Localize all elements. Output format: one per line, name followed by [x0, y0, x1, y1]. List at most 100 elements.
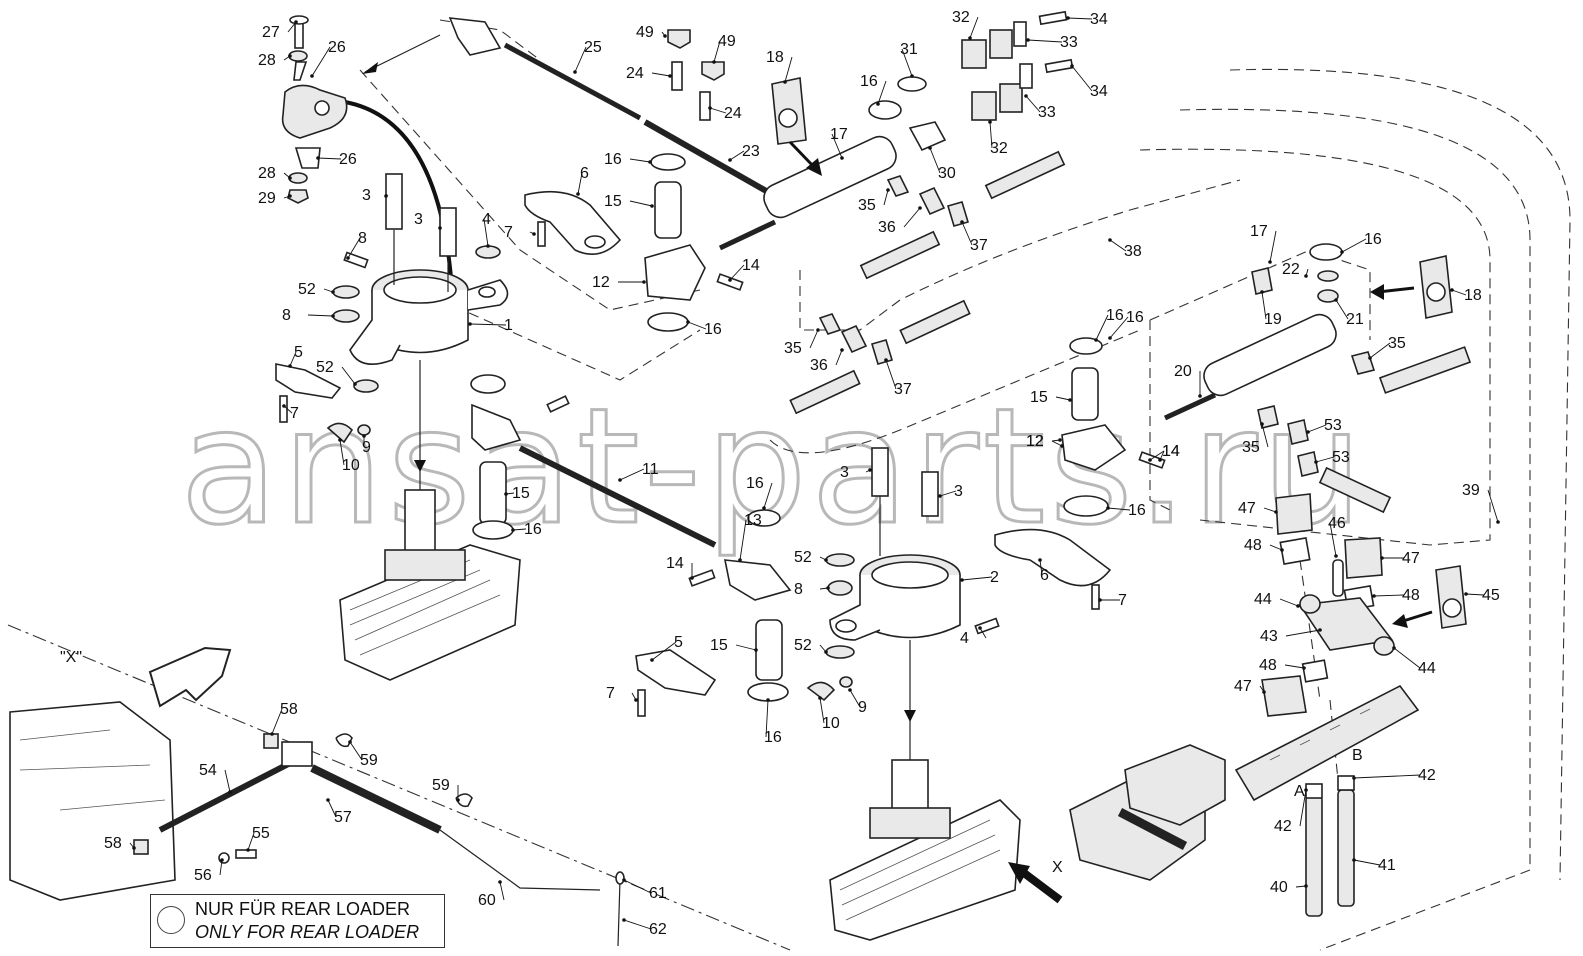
callout-number: 37 [970, 237, 988, 254]
manifold-holes [1269, 708, 1371, 761]
track-left-mount [384, 549, 466, 581]
callout-number: 16 [1364, 231, 1382, 248]
callout-33: 33 [1026, 34, 1078, 51]
label-18-right-symbol [1426, 282, 1446, 302]
callout-leader-dot [868, 468, 872, 472]
callout-leader-dot [576, 192, 580, 196]
callout-7: 7 [282, 404, 299, 422]
callout-leader-dot [1260, 422, 1264, 426]
callout-leader [1393, 647, 1421, 669]
elbow-53b [1297, 451, 1319, 477]
callout-42: 42 [1352, 767, 1436, 784]
hydraulic-cylinder-17-right [1203, 313, 1337, 397]
callout-47: 47 [1234, 678, 1266, 695]
callout-52: 52 [316, 359, 357, 386]
callout-48: 48 [1244, 537, 1284, 554]
callout-leader-dot [220, 858, 224, 862]
arrow-18-top-head [806, 158, 822, 176]
hose-route-39 [1179, 108, 1531, 951]
callout-54: 54 [199, 762, 232, 794]
callout-number: 22 [1282, 261, 1300, 278]
crawler-track-right [829, 799, 1021, 941]
callout-leader-dot [738, 558, 742, 562]
callout-32: 32 [952, 9, 979, 40]
callout-leader-dot [634, 698, 638, 702]
callout-leader-dot [1068, 398, 1072, 402]
callout-number: 16 [860, 73, 878, 90]
callout-leader [1284, 664, 1305, 669]
callout-leader-dot [668, 74, 672, 78]
callout-number: 58 [104, 835, 122, 852]
callout-35: 35 [784, 328, 820, 357]
callout-leader-dot [1108, 336, 1112, 340]
callout-leader [1465, 593, 1485, 596]
callout-16: 16 [604, 151, 652, 168]
callout-61: 61 [622, 878, 667, 902]
callout-leader [629, 158, 651, 163]
callout-17: 17 [830, 126, 848, 160]
callout-leader [499, 881, 505, 901]
callout-leader [1027, 39, 1063, 43]
callout-31: 31 [900, 41, 918, 78]
cylinder-group-right-frame-top [1149, 249, 1371, 340]
bearing-bore-2 [871, 561, 949, 589]
callout-number: 45 [1482, 587, 1500, 604]
callout-number: 6 [580, 165, 589, 182]
callout-4: 4 [482, 211, 491, 248]
callout-number: 16 [746, 475, 764, 492]
callout-46: 46 [1328, 515, 1346, 558]
callout-leader-dot [1094, 338, 1098, 342]
callout-number: 6 [1040, 567, 1049, 584]
callout-number: 55 [252, 825, 270, 842]
callout-leader [809, 329, 819, 349]
callout-leader-dot [316, 156, 320, 160]
bolt-14-top [716, 273, 744, 291]
callout-16: 16 [764, 698, 782, 746]
callout-leader [1269, 544, 1283, 551]
callout-8: 8 [282, 307, 335, 324]
callout-leader-dot [1380, 556, 1384, 560]
callout-leader-dot [622, 918, 626, 922]
callout-leader-dot [1302, 666, 1306, 670]
callout-number: 15 [1030, 389, 1048, 406]
left-group-frame-lower [439, 299, 701, 381]
callout-leader-dot [338, 438, 342, 442]
callout-leader [1071, 65, 1093, 92]
callout-leader-dot [331, 314, 335, 318]
callout-number: 16 [1126, 309, 1144, 326]
bolt-7-bracket-right [1091, 584, 1100, 610]
callout-leader-dot [766, 698, 770, 702]
callout-number: 25 [584, 39, 602, 56]
callout-number: 35 [1242, 439, 1260, 456]
callout-number: 48 [1402, 587, 1420, 604]
callout-number: 27 [262, 24, 280, 41]
callout-leader-dot [826, 586, 830, 590]
nut-9-right [839, 676, 853, 688]
callout-62: 62 [622, 918, 667, 938]
callout-leader-dot [1098, 598, 1102, 602]
callout-number: 24 [724, 105, 742, 122]
callout-leader-dot [988, 120, 992, 124]
cap-44a [1299, 594, 1321, 614]
tee-37-top [947, 201, 969, 227]
callout-leader-dot [384, 194, 388, 198]
callout-number: 49 [718, 33, 736, 50]
callout-32: 32 [988, 120, 1008, 157]
callout-number: 62 [649, 921, 667, 938]
callout-leader [1039, 559, 1043, 576]
callout-37: 37 [960, 220, 988, 254]
bolt-14-clevis [688, 569, 716, 587]
circlip-16-left-top [470, 374, 506, 394]
callout-leader [339, 439, 345, 466]
callout-leader-dot [876, 102, 880, 106]
view-x-arrow [1017, 866, 1063, 904]
callout-leader [317, 157, 342, 160]
elbow-53a [1287, 419, 1309, 445]
washer-52-mid [353, 379, 379, 393]
callout-leader [287, 21, 297, 33]
callout-leader [1369, 342, 1391, 359]
circlip-16-clevis-13 [747, 509, 781, 527]
callout-44: 44 [1392, 646, 1436, 677]
detail-view-label: "X" [60, 649, 82, 666]
callout-number: 13 [744, 512, 762, 529]
